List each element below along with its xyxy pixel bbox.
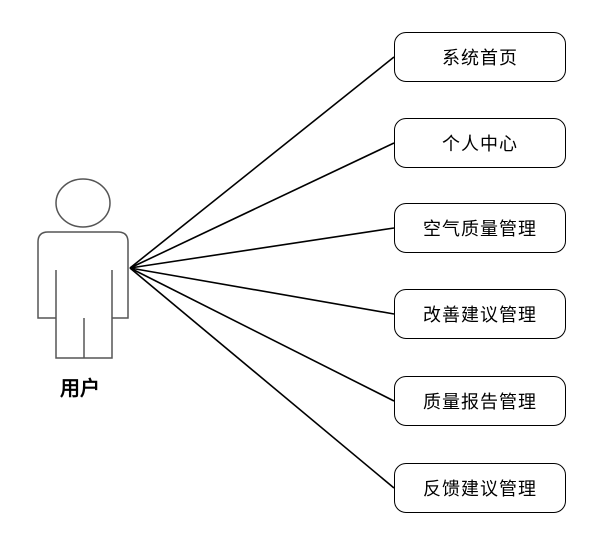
actor-label: 用户 — [60, 376, 100, 400]
association-line-2 — [129, 142, 395, 269]
association-line-1 — [129, 56, 395, 269]
usecase-feedback-advice[interactable]: 反馈建议管理 — [394, 463, 566, 513]
usecase-improvement-advice[interactable]: 改善建议管理 — [394, 289, 566, 339]
association-line-3 — [129, 227, 395, 269]
actor-figure — [37, 178, 129, 359]
association-lines — [129, 56, 395, 489]
association-line-4 — [129, 267, 395, 315]
association-line-5 — [129, 267, 395, 402]
usecase-system-home[interactable]: 系统首页 — [394, 32, 566, 82]
association-line-6 — [129, 267, 395, 489]
actor-head — [55, 178, 111, 228]
usecase-air-quality[interactable]: 空气质量管理 — [394, 203, 566, 253]
actor-body — [37, 231, 129, 359]
usecase-personal-center[interactable]: 个人中心 — [394, 118, 566, 168]
usecase-quality-report[interactable]: 质量报告管理 — [394, 376, 566, 426]
